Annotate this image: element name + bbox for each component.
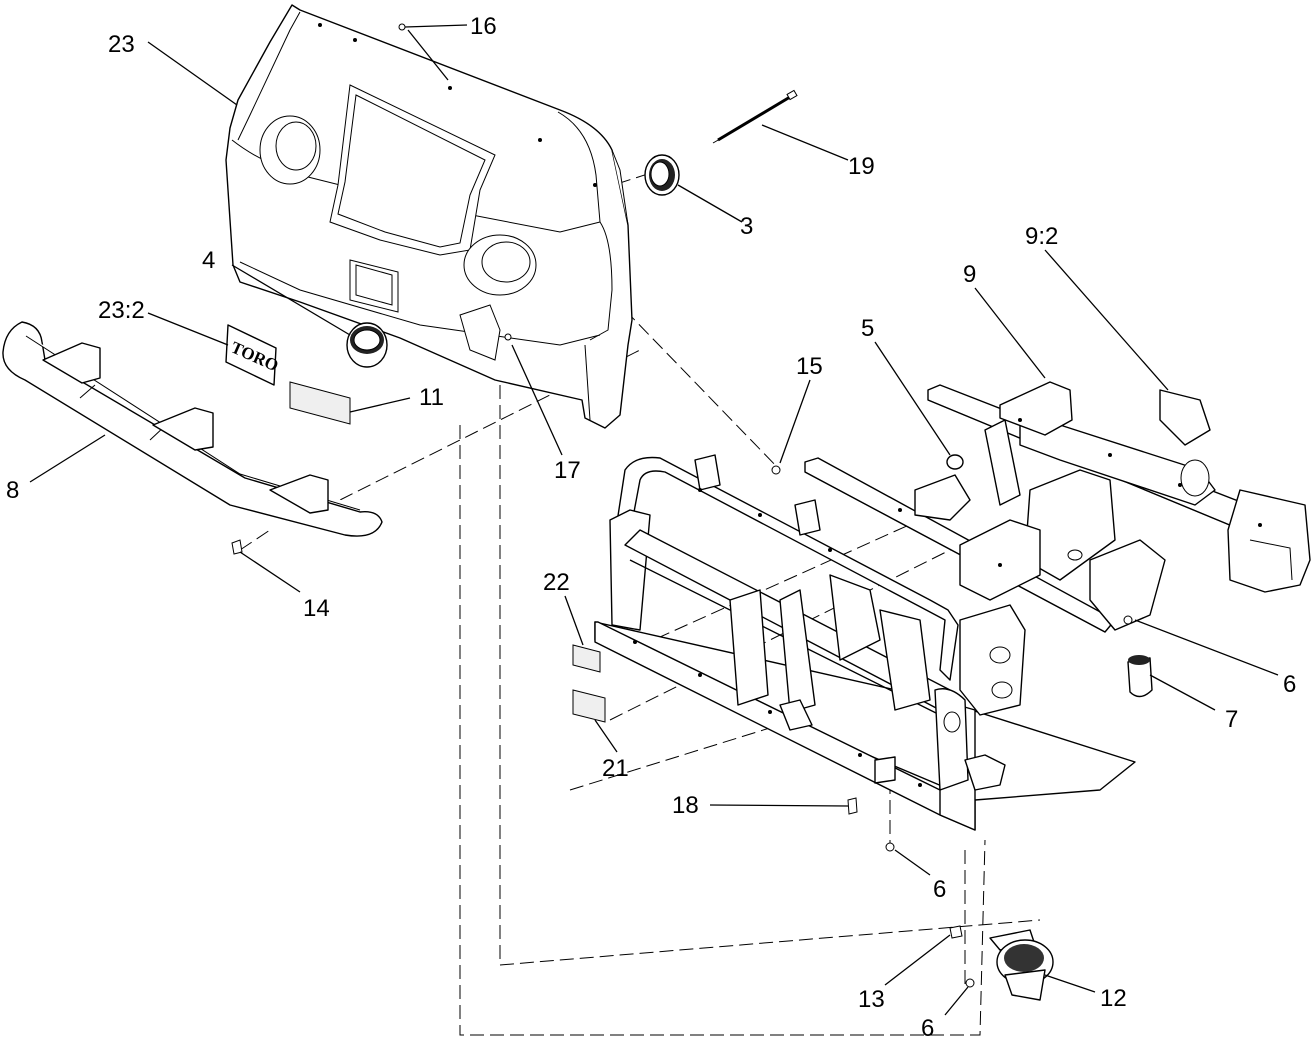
horn-part-12 [989,929,1054,1001]
callout-3: 3 [740,213,753,240]
hood-panel-part-23 [225,4,633,429]
bolt-part-13 [949,925,963,939]
callout-6-lower: 6 [921,1015,934,1042]
screw-part-17 [504,333,512,341]
callout-9-2: 9:2 [1025,223,1058,250]
callout-19: 19 [848,153,875,180]
front-frame-assembly [594,454,1136,831]
toro-decal-part-23-2: TORO [225,324,281,386]
decal-part-21 [572,689,606,723]
callout-6-upper: 6 [1283,671,1296,698]
decal-part-22 [572,644,601,673]
callout-17: 17 [554,457,581,484]
callout-11: 11 [419,384,444,411]
callout-7: 7 [1225,706,1238,733]
bump-stop-part-7 [1127,655,1153,698]
gauge-bezel-part-4 [346,322,388,368]
nut-part-15 [771,465,781,475]
grommet-part-5 [946,454,964,470]
callout-18: 18 [672,792,699,819]
cable-part-19 [712,89,798,144]
bumper-tube-part-8 [2,321,383,537]
callout-13: 13 [858,986,885,1013]
screw-part-16 [398,23,406,31]
nut-part-6-middle [885,842,895,852]
callout-5: 5 [861,315,874,342]
callout-14: 14 [303,595,330,622]
leader-lines [29,24,1279,1016]
callout-labels: 23 16 19 3 4 23:2 11 17 8 14 15 5 9 9:2 … [6,13,1296,1042]
callout-12: 12 [1100,985,1127,1012]
callout-23-2: 23:2 [98,297,145,324]
bolt-part-14 [231,539,243,555]
gauge-ring-part-3 [644,154,680,196]
callout-9: 9 [963,261,976,288]
decal-part-11 [289,381,351,425]
callout-16: 16 [470,13,497,40]
bolt-part-18 [847,797,858,815]
rear-frame-part-9 [804,381,1311,633]
nut-part-6-lower [965,978,975,988]
callout-4: 4 [202,247,215,274]
callout-22: 22 [543,569,570,596]
callout-8: 8 [6,477,19,504]
callout-6-middle: 6 [933,876,946,903]
callout-15: 15 [796,353,823,380]
callout-21: 21 [602,755,629,782]
callout-23: 23 [108,31,135,58]
nut-part-6-upper [1123,615,1133,625]
